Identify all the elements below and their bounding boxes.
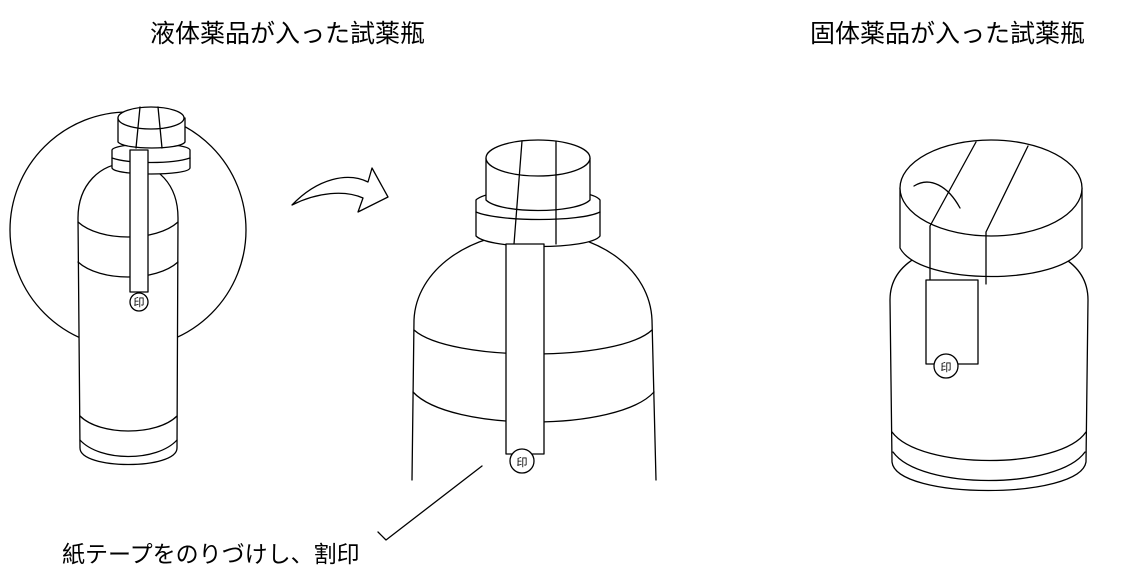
seal-stamp-icon [933, 353, 959, 379]
cap-top [485, 139, 591, 177]
seal-stamp-icon [129, 292, 149, 312]
cap-tape-lines [135, 106, 163, 149]
solid-bottle-title: 固体薬品が入った試薬瓶 [810, 19, 1086, 48]
cap-tape-lines [513, 140, 557, 245]
body-band-line [891, 431, 1087, 462]
seal-stamp-icon [509, 448, 535, 474]
solid-bottle: 印 [889, 139, 1089, 492]
body-band-line [79, 439, 178, 458]
body-band-line [77, 261, 179, 278]
body-band-line [892, 451, 1086, 482]
neck-ring-line [111, 157, 191, 164]
tape-seal-annotation: 紙テープをのりづけし、割印 [62, 542, 360, 568]
paper-tape [129, 149, 149, 293]
curved-arrow-icon [291, 167, 389, 213]
seal-stamp-text: 印 [134, 296, 145, 309]
cap-tape-lines [929, 141, 1029, 285]
liquid-bottle-enlarged: 印 [411, 139, 657, 481]
body-band-line [77, 221, 179, 238]
liquid-bottle-title: 液体薬品が入った試薬瓶 [150, 19, 426, 48]
paper-tape [925, 279, 979, 365]
liquid-bottle-small: 印 [9, 106, 247, 466]
cap-highlight [913, 181, 961, 209]
cap-top [899, 139, 1083, 237]
bottle-body [77, 162, 179, 466]
paper-tape [505, 243, 545, 455]
body-band-line [79, 415, 178, 432]
leader-line [377, 465, 483, 541]
neck-ring-line [475, 211, 601, 221]
seal-stamp-text: 印 [517, 456, 528, 469]
bottle-body [889, 241, 1089, 492]
cap-top [117, 106, 185, 130]
seal-stamp-text: 印 [941, 361, 952, 374]
